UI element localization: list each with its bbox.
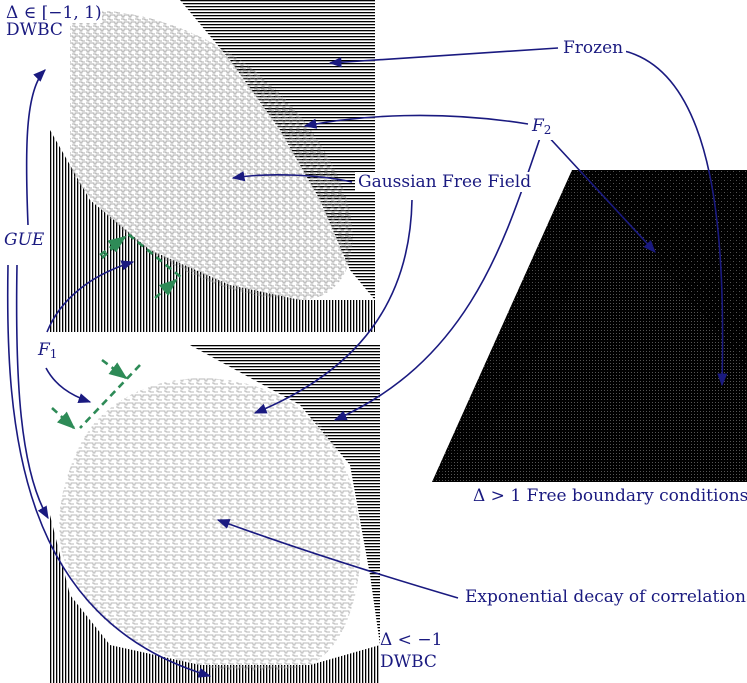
label-f2: F2 — [530, 116, 554, 140]
label-gaussian-free-field: Gaussian Free Field — [355, 172, 535, 192]
label-bottom-dwbc: DWBC — [380, 652, 437, 672]
dashed-top-arrow1 — [99, 235, 127, 257]
arrow-f2-right — [544, 132, 656, 253]
label-exp-decay: Exponential decay of correlations — [462, 587, 747, 607]
arrow-gff-top — [231, 171, 353, 183]
label-free-boundary: Δ > 1 Free boundary conditions — [473, 486, 747, 506]
label-f1: F1 — [36, 340, 60, 364]
dashed-bottom-arrow2 — [51, 407, 76, 430]
bottom-lattice-panel — [50, 345, 380, 683]
arrow-gue-up — [25, 69, 46, 226]
arrow-gue-down1 — [15, 264, 49, 520]
label-f2-sub: 2 — [543, 123, 552, 137]
label-f1-sub: 1 — [49, 347, 58, 361]
label-top-delta: Δ ∈ [−1, 1) — [6, 3, 102, 23]
dashed-top-arrow2 — [154, 278, 178, 299]
label-gue: GUE — [4, 230, 45, 250]
dashed-bottom-line — [79, 364, 141, 429]
label-frozen: Frozen — [560, 38, 627, 58]
label-f1-main: F — [38, 340, 50, 360]
right-lattice-panel — [432, 170, 747, 482]
label-f2-main: F — [532, 116, 544, 136]
arrow-exp-decay — [216, 519, 459, 599]
dashed-top-line — [101, 232, 183, 280]
label-bottom-delta: Δ < −1 — [380, 630, 443, 650]
arrow-f1-up — [46, 260, 135, 333]
arrow-frozen-right — [619, 49, 728, 387]
label-top-dwbc: DWBC — [6, 20, 63, 40]
arrow-frozen-top — [328, 47, 559, 68]
arrow-f2-top — [303, 114, 529, 129]
arrow-f1-down — [45, 367, 92, 404]
arrow-gue-down2 — [6, 264, 212, 678]
dashed-bottom-arrow1 — [101, 358, 128, 380]
top-lattice-panel — [50, 0, 375, 332]
arrow-gff-bottom — [253, 199, 413, 414]
